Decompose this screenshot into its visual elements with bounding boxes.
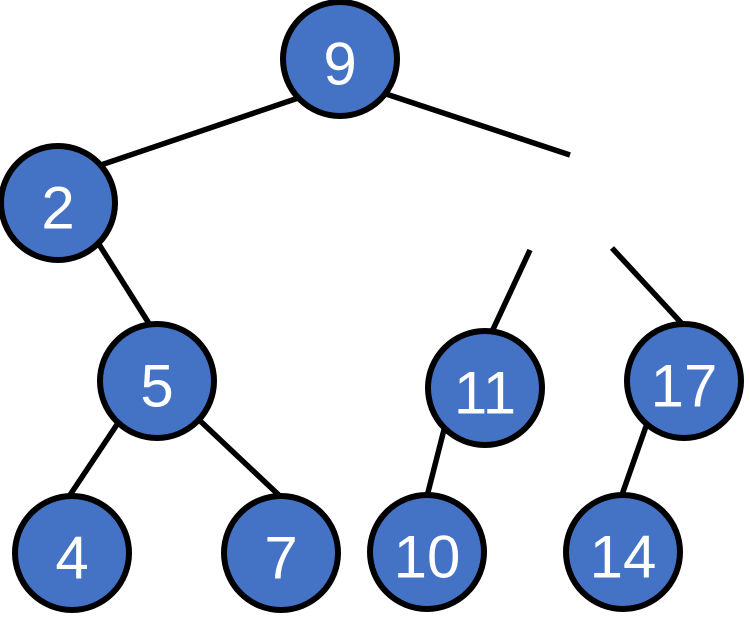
tree-node-4: 4 — [12, 493, 132, 613]
tree-node-7-label: 7 — [264, 525, 297, 592]
edge-17-14 — [615, 414, 653, 507]
edge-5-4 — [65, 418, 123, 500]
tree-node-9-circle — [280, 0, 400, 119]
tree-node-10-circle — [367, 492, 487, 612]
tree-node-9-label: 9 — [323, 31, 356, 98]
tree-node-4-circle — [12, 493, 132, 613]
edge-9-removed — [379, 89, 571, 158]
tree-node-2-circle — [0, 143, 118, 263]
tree-node-17-circle — [624, 321, 744, 441]
tree-node-14-label: 14 — [590, 524, 657, 591]
tree-node-11-label: 11 — [454, 360, 516, 427]
tree-node-10: 10 — [367, 492, 487, 612]
tree-node-10-label: 10 — [394, 524, 461, 591]
tree-node-11: 11 — [425, 328, 545, 448]
tree-node-17: 17 — [624, 321, 744, 441]
tree-node-5-circle — [97, 321, 217, 441]
tree-node-7: 7 — [221, 493, 341, 613]
edge-2-5 — [92, 236, 158, 335]
tree-node-2: 2 — [0, 143, 118, 263]
tree-node-17-label: 17 — [651, 353, 718, 420]
tree-node-5-label: 5 — [140, 353, 173, 420]
tree-node-14: 14 — [563, 492, 683, 612]
tree-node-14-circle — [563, 492, 683, 612]
tree-node-9: 9 — [280, 0, 400, 119]
tree-node-5: 5 — [97, 321, 217, 441]
edge-9-2 — [94, 91, 311, 170]
tree-node-11-circle — [425, 328, 545, 448]
edge-5-7 — [194, 414, 285, 502]
edge-removed-17 — [609, 246, 689, 330]
tree-node-7-circle — [221, 493, 341, 613]
edge-removed-11 — [486, 248, 533, 340]
tree-node-4-label: 4 — [55, 525, 88, 592]
tree-node-2-label: 2 — [41, 175, 74, 242]
